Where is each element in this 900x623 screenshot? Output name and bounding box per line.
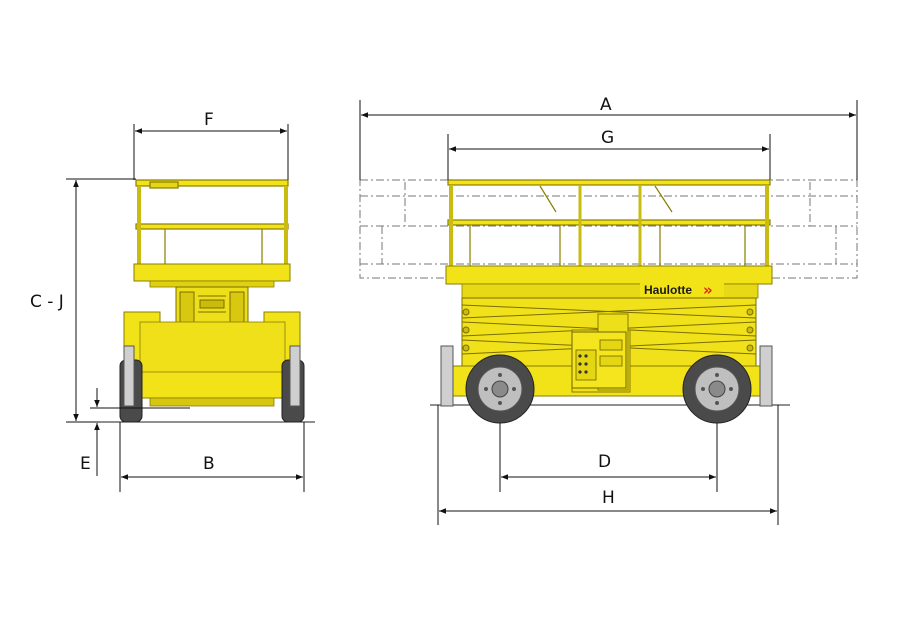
dim-label-c-j: C - J [30, 292, 64, 312]
front-platform-deck [133, 263, 291, 282]
dim-label-d: D [598, 452, 611, 472]
side-right-outrigger [759, 345, 773, 407]
dim-label-f: F [204, 110, 214, 130]
haulotte-logo: Haulotte » [640, 281, 724, 299]
front-chassis [123, 311, 301, 407]
svg-text:Haulotte: Haulotte [644, 283, 692, 297]
front-dimensions [66, 124, 305, 492]
side-front-wheel [465, 354, 535, 424]
side-guardrail [447, 179, 771, 268]
dim-label-a: A [600, 95, 612, 115]
dim-label-b: B [203, 454, 215, 474]
side-dimensions [359, 100, 858, 525]
extension-deck-outline [359, 179, 858, 279]
control-panel [571, 331, 627, 389]
side-view: Haulotte » [359, 179, 858, 424]
dim-label-g: G [601, 128, 614, 148]
side-left-outrigger [440, 345, 454, 407]
logo-chevrons: » [703, 281, 713, 299]
side-rear-wheel [682, 354, 752, 424]
dim-label-h: H [602, 488, 615, 508]
dim-label-e: E [80, 454, 91, 474]
front-view [100, 179, 315, 423]
front-guardrail [135, 179, 289, 266]
